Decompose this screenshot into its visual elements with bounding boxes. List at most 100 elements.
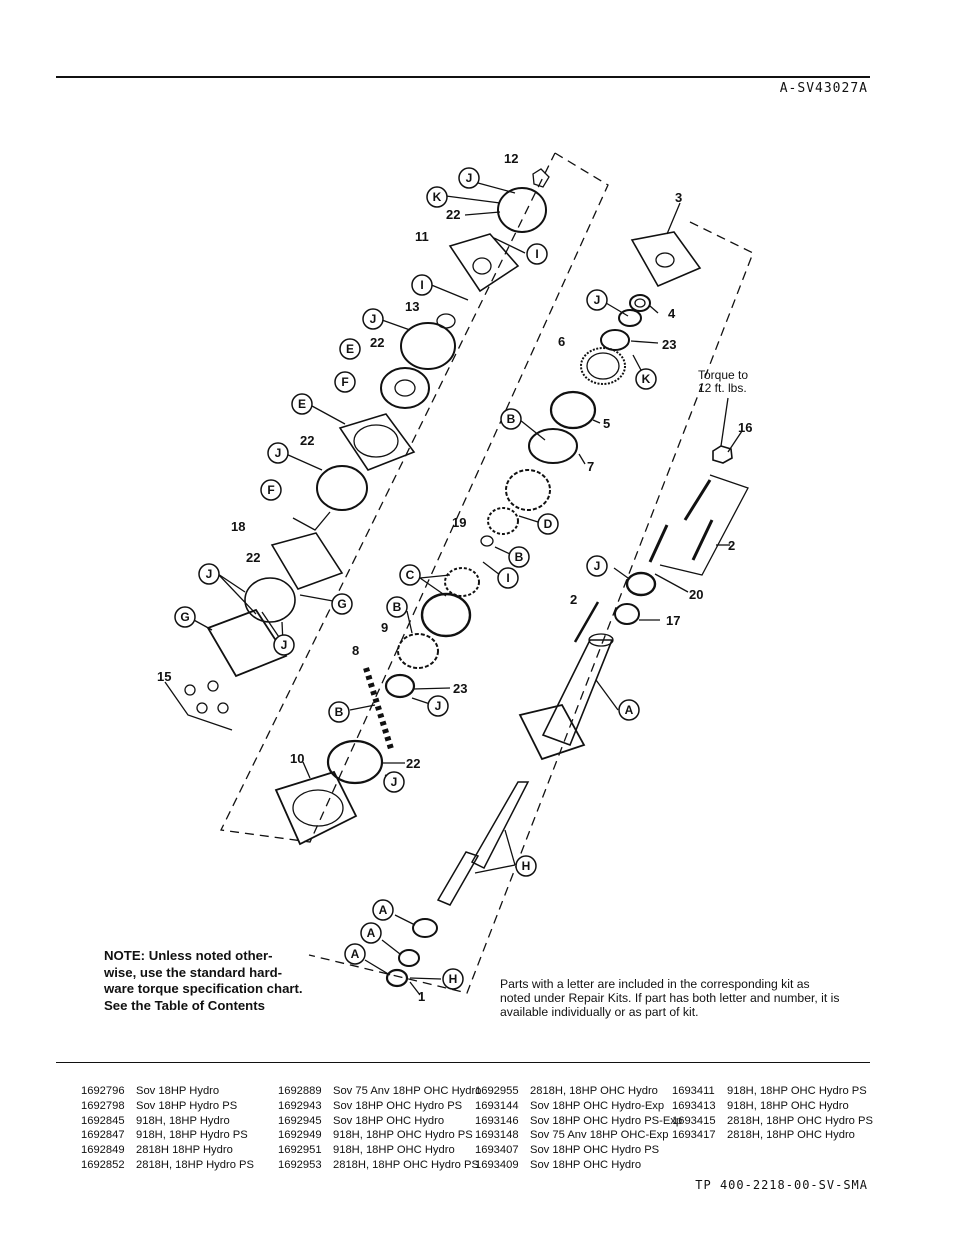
letter-A: A: [625, 703, 634, 717]
model-description: 2818H, 18HP Hydro PS: [136, 1159, 254, 1171]
part-2-bolt-b: [648, 524, 669, 563]
callout-circle-J5: [586, 555, 608, 577]
model-description: 918H, 18HP Hydro: [136, 1114, 230, 1127]
letter-J: J: [435, 699, 442, 713]
callout-circle-K2: [635, 368, 657, 390]
model-description: 2818H, 18HP OHC Hydro: [727, 1129, 855, 1142]
model-row: 1693409 Sov 18HP OHC Hydro: [475, 1158, 641, 1173]
part-5-ring: [549, 390, 597, 430]
callout-circle-J4: [267, 442, 289, 464]
callout-circle-A4: [344, 943, 366, 965]
model-part-number: 1693146: [475, 1114, 519, 1127]
top-rule: [56, 76, 870, 78]
part-6-bearing: [580, 347, 626, 385]
part-4-washer: [629, 294, 651, 312]
model-part-number: 1692943: [278, 1099, 322, 1112]
part-10-housing: [274, 770, 358, 846]
callout-circle-E2: [291, 393, 313, 415]
callout-circle-J3: [586, 289, 608, 311]
part-number: 10: [290, 751, 304, 766]
model-description: 918H, 18HP OHC Hydro PS: [727, 1085, 867, 1097]
letter-J: J: [466, 171, 473, 185]
letter-B: B: [507, 412, 516, 426]
callout-circle-F2: [260, 479, 282, 501]
callout-circle-I2: [411, 274, 433, 296]
letter-A: A: [367, 926, 376, 940]
callout-circle-G1: [331, 593, 353, 615]
letter-J: J: [594, 559, 601, 573]
part-20-seal: [625, 571, 657, 597]
part-23-bearing: [600, 329, 630, 351]
model-part-number: 1693413: [672, 1099, 716, 1112]
part-e-flange: [380, 367, 430, 409]
callout-circle-B4: [328, 701, 350, 723]
part-number: 1: [418, 989, 425, 1004]
model-description: Sov 75 Anv 18HP OHC-Exp: [530, 1129, 669, 1142]
part-22-ring-2: [400, 322, 456, 370]
model-description: Sov 18HP Hydro: [136, 1085, 220, 1097]
part-number: 19: [452, 515, 466, 530]
model-description: Sov 18HP OHC Hydro: [530, 1159, 642, 1171]
letter-J: J: [281, 638, 288, 652]
letter-D: D: [544, 517, 553, 531]
callout-circle-C1: [399, 564, 421, 586]
part-number: 7: [587, 459, 594, 474]
part-number: 12: [504, 151, 518, 166]
part-a-flange: [518, 703, 586, 761]
part-number: 18: [231, 519, 245, 534]
callout-circle-B3: [386, 596, 408, 618]
part-c-rotor: [444, 567, 480, 597]
model-part-number: 1693144: [475, 1099, 519, 1112]
model-part-number: 1692798: [81, 1099, 125, 1112]
model-description: 918H, 18HP OHC Hydro: [333, 1144, 455, 1157]
part-number: 4: [668, 306, 676, 321]
part-11-hub: [472, 257, 492, 275]
part-number: 6: [558, 334, 565, 349]
part-22-ring-3: [316, 465, 368, 511]
model-part-number: 1692949: [278, 1129, 322, 1142]
model-part-number: 1693417: [672, 1129, 716, 1142]
model-row: 1692796 Sov 18HP Hydro: [81, 1084, 219, 1099]
part-e-plate: [338, 413, 416, 471]
letter-E: E: [346, 342, 354, 356]
part-22-ring-lower: [326, 739, 384, 785]
letter-F: F: [341, 375, 348, 389]
part-number: 8: [352, 643, 359, 658]
part-2-bolt-a: [683, 479, 712, 521]
part-23-seal: [384, 673, 416, 699]
callout-circle-B2: [508, 546, 530, 568]
part-number: 20: [689, 587, 703, 602]
callout-circle-A2: [372, 899, 394, 921]
model-part-number: 1692849: [81, 1144, 125, 1157]
letter-B: B: [515, 550, 524, 564]
callout-circle-J8: [427, 695, 449, 717]
torque-note: Torque to: [698, 368, 748, 382]
callout-circle-J1: [458, 167, 480, 189]
part-a-housing-tube: [541, 639, 614, 747]
part-9-rotor: [397, 633, 439, 669]
part-4-washer-inner: [634, 298, 646, 308]
callout-circle-J7: [273, 634, 295, 656]
torque-spec-note: NOTE: Unless noted other-wise, use the s…: [104, 948, 303, 1013]
model-description: 2818H, 18HP OHC Hydro: [530, 1085, 658, 1097]
model-part-number: 1692796: [81, 1085, 125, 1097]
letter-J: J: [370, 312, 377, 326]
model-part-number: 1693409: [475, 1159, 519, 1171]
figure-id: A-SV43027A: [779, 81, 868, 96]
model-part-number: 1692845: [81, 1114, 125, 1127]
model-part-number: 1693407: [475, 1144, 519, 1157]
letter-B: B: [393, 600, 402, 614]
letter-I: I: [535, 247, 538, 261]
